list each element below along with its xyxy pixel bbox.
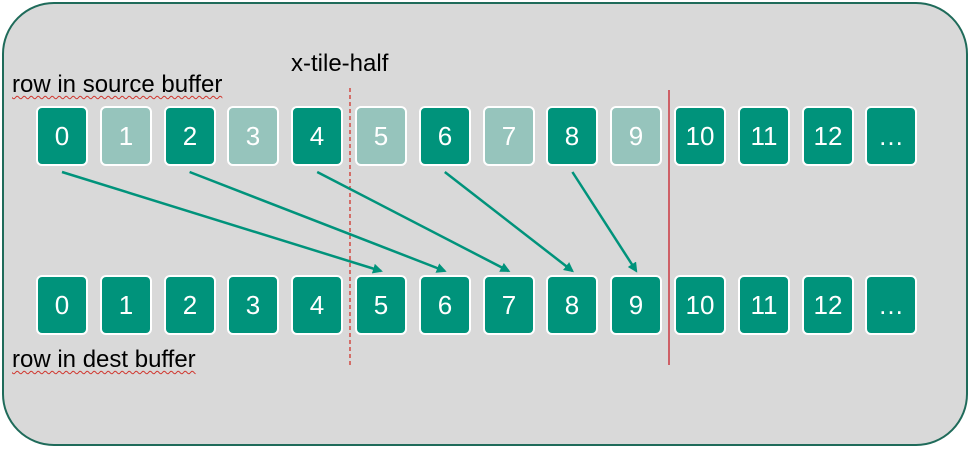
source-cell-11: 11 (738, 106, 790, 166)
dest-cell-9: 9 (610, 275, 662, 335)
source-cell-0: 0 (36, 106, 88, 166)
dest-cell-4: 4 (291, 275, 343, 335)
source-cell-5: 5 (355, 106, 407, 166)
dest-cell-12: 12 (802, 275, 854, 335)
dest-cell-7: 7 (483, 275, 535, 335)
source-cell-7: 7 (483, 106, 535, 166)
dest-cell-2: 2 (164, 275, 216, 335)
dest-cell-1: 1 (100, 275, 152, 335)
dest-cell-3: 3 (227, 275, 279, 335)
dest-cell-6: 6 (419, 275, 471, 335)
source-cell-2: 2 (164, 106, 216, 166)
source-cell-6: 6 (419, 106, 471, 166)
dest-row-label: row in dest buffer (12, 346, 196, 373)
dest-cell-13: … (865, 275, 917, 335)
dest-cell-10: 10 (674, 275, 726, 335)
dest-cell-0: 0 (36, 275, 88, 335)
source-cell-12: 12 (802, 106, 854, 166)
source-cell-13: … (865, 106, 917, 166)
source-cell-1: 1 (100, 106, 152, 166)
dest-cell-11: 11 (738, 275, 790, 335)
source-cell-3: 3 (227, 106, 279, 166)
diagram-panel (2, 2, 968, 446)
tile-half-label: x-tile-half (291, 50, 389, 77)
source-cell-4: 4 (291, 106, 343, 166)
dest-cell-8: 8 (546, 275, 598, 335)
source-cell-10: 10 (674, 106, 726, 166)
source-cell-9: 9 (610, 106, 662, 166)
source-cell-8: 8 (546, 106, 598, 166)
dest-cell-5: 5 (355, 275, 407, 335)
source-row-label: row in source buffer (12, 71, 223, 98)
